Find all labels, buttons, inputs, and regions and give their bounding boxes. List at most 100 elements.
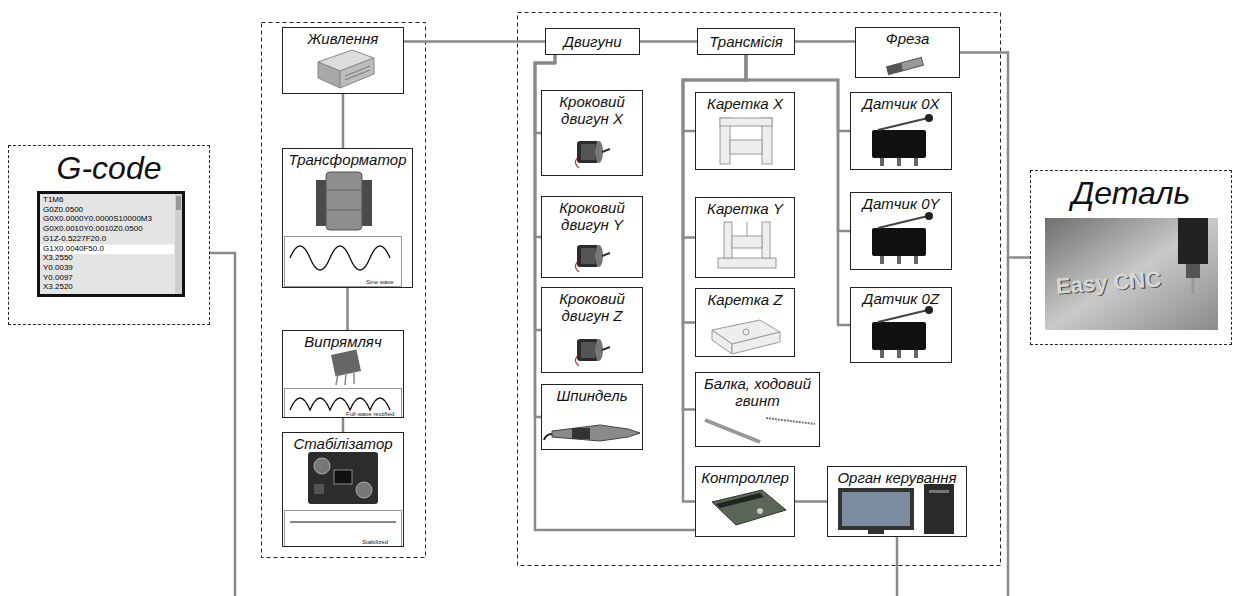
gcode-screenshot-part: [39, 193, 184, 296]
connector: [746, 55, 850, 131]
waveform-chart: [285, 511, 402, 547]
gcode-line: X3.2550: [43, 254, 73, 262]
waveform-chart-part: [290, 398, 390, 410]
component-box: Кроковий двигун X: [541, 90, 643, 176]
carriage-icon-part: [747, 222, 748, 236]
rectifier-icon-part: [353, 371, 355, 384]
component-box: Стабілізатор: [282, 432, 404, 547]
wire-part: [210, 253, 235, 596]
controller-board-icon-part: [716, 493, 764, 508]
group-frame-part: [262, 23, 426, 558]
waveform-chart: [285, 237, 402, 287]
microswitch-icon: [872, 306, 933, 358]
stepper-motor-icon: [575, 245, 610, 272]
node-label: Датчик 0Z: [851, 288, 951, 309]
connector: [535, 55, 555, 133]
microswitch-icon: [872, 114, 933, 166]
carriage-icon-part: [730, 140, 762, 154]
stabilizer-board-icon-part: [356, 482, 372, 498]
gcode-screenshot: [39, 193, 184, 296]
beam-screw-icon-part: [705, 420, 760, 442]
part-photo-part: [1192, 278, 1195, 294]
connector: [683, 55, 746, 131]
connector: [342, 418, 345, 432]
transformer-icon-part: [326, 172, 362, 230]
part-photo-part: [1178, 218, 1208, 264]
microswitch-icon: [872, 212, 933, 264]
chart-caption: Full-wave rectified: [346, 411, 394, 417]
rectifier-icon-part: [345, 373, 346, 385]
gcode-screenshot-part: [176, 196, 181, 210]
connector: [535, 55, 555, 330]
gcode-line: T1M6: [43, 196, 63, 204]
carriage-icon-part: [712, 330, 732, 354]
connector: [795, 500, 827, 503]
node-label: Живлення: [283, 28, 403, 49]
node-label: Випрямляч: [283, 331, 403, 352]
group-box: G-code: [8, 145, 210, 325]
component-box: Балка, ходовий гвинт: [695, 372, 820, 447]
rectifier-icon-part: [336, 374, 338, 385]
node-label: Фреза: [856, 28, 959, 49]
component-box: Кроковий двигун Z: [541, 287, 643, 373]
waveform-chart-part: [285, 389, 402, 418]
gcode-line: G0X0.0000Y0.0000S10000M3: [43, 215, 152, 223]
waveform-chart-part: [285, 237, 402, 287]
carriage-icon: [718, 222, 776, 268]
group-frame-part: [518, 13, 1001, 566]
computer-icon-part: [924, 484, 954, 534]
node-label: Датчик 0Y: [851, 193, 951, 214]
power-supply-icon-part: [318, 62, 340, 88]
carriage-icon: [712, 320, 780, 354]
node-label: Стабілізатор: [283, 433, 403, 454]
connector: [960, 53, 1030, 258]
computer-icon-part: [868, 530, 884, 534]
part-photo: [1045, 218, 1218, 330]
node-label: Контроллер: [696, 467, 794, 488]
wire: [210, 253, 1008, 596]
gcode-screenshot-part: [175, 194, 182, 294]
node-label: Каретка Y: [696, 198, 794, 219]
gcode-line: G0Z0.0500: [43, 206, 83, 214]
gcode-line: Y0.0039: [43, 264, 73, 272]
power-supply-icon-part: [340, 58, 374, 88]
group-title: Деталь: [1031, 171, 1231, 213]
controller-board-icon-part: [757, 508, 763, 514]
computer-icon-part: [842, 492, 910, 526]
stabilizer-board-icon-part: [314, 458, 330, 474]
carriage-icon-part: [724, 222, 732, 258]
spindle-icon-part: [552, 425, 640, 441]
connector: [342, 94, 345, 148]
gcode-line: X3.2520: [43, 283, 73, 291]
rectifier-icon: [331, 350, 361, 385]
component-box: Шпиндель: [541, 384, 643, 450]
gcode-line: Y0.0097: [43, 274, 73, 282]
stabilizer-board-icon-part: [334, 470, 352, 484]
component-box: Датчик 0Y: [850, 192, 952, 270]
connector: [683, 55, 746, 502]
node-label: Орган керування: [828, 467, 966, 488]
node-label: Кроковий двигун X: [542, 91, 642, 129]
transformer-icon: [316, 172, 372, 230]
transformer-icon-part: [326, 190, 362, 191]
node-label: Кроковий двигун Y: [542, 197, 642, 235]
power-supply-icon: [318, 50, 374, 88]
component-box: Кроковий двигун Y: [541, 196, 643, 278]
node-label: Трансмісія: [706, 31, 786, 52]
process-box: Двигуни: [545, 28, 640, 55]
component-box: Каретка Z: [695, 288, 795, 357]
component-box: Випрямляч: [282, 330, 404, 418]
chart-caption: Sine wave: [366, 279, 394, 285]
connector: [535, 55, 555, 237]
beam-screw-icon-part: [766, 418, 815, 424]
node-label: Трансформатор: [283, 149, 412, 170]
component-box: Фреза: [855, 27, 960, 78]
rectifier-icon-part: [331, 350, 361, 377]
cutter-icon-part: [887, 63, 904, 75]
component-box: Живлення: [282, 27, 404, 94]
spindle-icon: [544, 425, 640, 441]
waveform-chart: [285, 389, 402, 418]
chart-caption: Stabilized: [362, 539, 388, 545]
